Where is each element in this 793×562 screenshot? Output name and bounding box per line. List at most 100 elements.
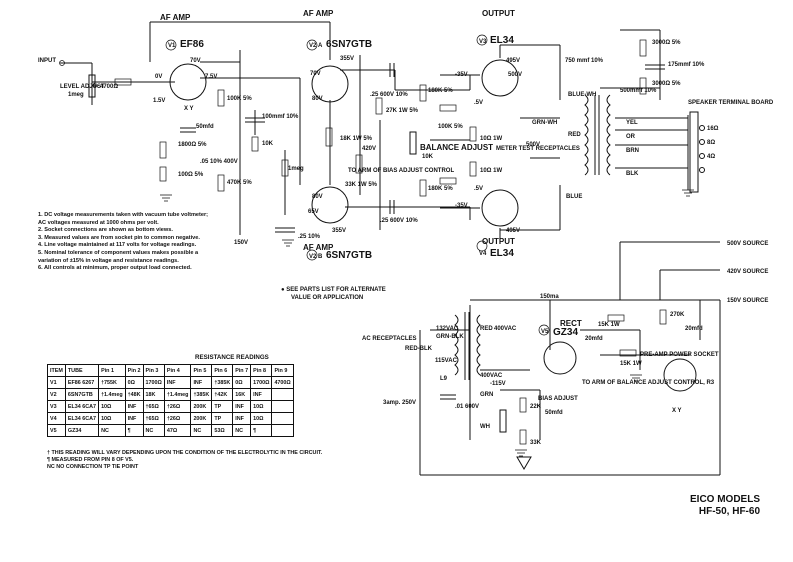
lead-yel: YEL [626, 120, 638, 126]
v4-cathode: .5V [474, 186, 483, 192]
v2b-ref: V2 [309, 254, 317, 260]
v2b-type: 6SN7GTB [326, 250, 372, 261]
lead-red-blk: RED-BLK [405, 346, 433, 352]
column-header: Pin 7 [232, 364, 252, 377]
table-cell: 47Ω [163, 424, 192, 437]
column-header: Pin 5 [190, 364, 213, 377]
v2a-hv: 355V [340, 56, 354, 62]
column-header: Pin 2 [124, 364, 144, 377]
legend-line: † THIS READING WILL VARY DEPENDING UPON … [47, 450, 323, 456]
v2a-plate-voltage: 70V [310, 71, 321, 77]
level-adjust-label: LEVEL ADJUST [60, 84, 105, 90]
table-cell: INF [163, 376, 192, 389]
table-cell: 16K [232, 388, 252, 401]
meter-test-label: METER TEST RECEPTACLES [496, 146, 580, 152]
speaker-terminals [689, 111, 705, 193]
table-cell: V1 [47, 376, 66, 389]
table-row: V3 EL34 6CA7 10Ω INF †65Ω †26Ω 200K TP I… [47, 400, 294, 413]
r9-label: 100Ω 5% [178, 172, 204, 178]
tube-envelopes [169, 59, 697, 392]
v3-ref: V3 [479, 39, 487, 45]
v4-function: OUTPUT [482, 237, 515, 246]
c12-label: 500mmf 10% [620, 88, 657, 94]
r14-label: 270K [670, 312, 685, 318]
column-header: Pin 4 [163, 364, 192, 377]
v2a-suffix: A [318, 43, 323, 49]
potentiometers [88, 74, 507, 433]
table-cell: TP [211, 400, 234, 413]
table-cell: †65Ω [142, 400, 165, 413]
table-cell: †1.4meg [98, 388, 126, 401]
r8-label: 1800Ω 5% [178, 142, 207, 148]
tap-8: 8Ω [707, 140, 715, 146]
column-header: Pin 9 [271, 364, 294, 377]
lead-wh: WH [480, 424, 490, 430]
preamp-socket-label: PRE-AMP POWER SOCKET [640, 352, 719, 358]
resistance-table: ITEM TUBE Pin 1 Pin 2 Pin 3 Pin 4 Pin 5 … [47, 364, 294, 437]
v1-ref: V1 [168, 43, 176, 49]
v3-type: EL34 [490, 35, 514, 46]
signal-wiring [60, 21, 689, 240]
model-title-line: HF-50, HF-60 [698, 506, 761, 517]
legend-line: ¶ MEASURED FROM PIN 8 OF V5. [47, 457, 134, 463]
v1-grid-voltage: 0V [155, 74, 162, 80]
capacitor-symbols [180, 63, 665, 400]
v5-function: RECT [560, 319, 582, 328]
table-cell: 200K [190, 412, 213, 425]
table-cell: 53Ω [211, 424, 234, 437]
r13-label: 18K 1W 5% [340, 136, 373, 142]
table-cell: INF [232, 400, 252, 413]
table-cell: V2 [47, 388, 66, 401]
table-cell: V4 [47, 412, 66, 425]
ps-150ma: 150ma [540, 294, 559, 300]
source-500: 500V SOURCE [727, 241, 768, 247]
r17-label: 100K 5% [438, 124, 463, 130]
table-cell: 10Ω [98, 412, 126, 425]
table-legend: † THIS READING WILL VARY DEPENDING UPON … [47, 450, 322, 471]
v150-label: 150V [234, 240, 248, 246]
source-150: 150V SOURCE [727, 298, 768, 304]
balance-value: 10K [422, 154, 434, 160]
fb-500v: 500V [526, 142, 540, 148]
r11-label: 27K 1W 5% [386, 108, 419, 114]
table-cell [271, 388, 294, 401]
v2b-suffix: B [318, 254, 323, 260]
lead-blue: BLUE [566, 194, 582, 200]
lead-grn: GRN [480, 392, 493, 398]
ps-132vac: 132VAC [436, 326, 459, 332]
table-row: V4 EL34 6CA7 10Ω INF †65Ω †26Ω 200K TP I… [47, 412, 294, 425]
v4-grid: -35V [455, 203, 468, 209]
r19-label: 180K 5% [428, 186, 453, 192]
r4-label: 4700Ω [100, 84, 118, 90]
table-cell: INF [124, 412, 144, 425]
c5-label: 50mfd [196, 124, 214, 130]
note-line: 6. All controls at minimum, proper outpu… [38, 265, 192, 272]
table-cell: NC [232, 424, 252, 437]
input-jack[interactable] [59, 60, 65, 66]
output-transformer [584, 94, 611, 176]
table-cell [271, 412, 294, 425]
table-cell: †385K [211, 376, 234, 389]
v1-function: AF AMP [160, 13, 191, 22]
table-cell: †755K [98, 376, 126, 389]
table-cell [271, 424, 294, 437]
v4-ref: V4 [479, 251, 487, 257]
ps-neg115: -115V [490, 381, 506, 387]
table-cell: 0Ω [124, 376, 144, 389]
table-cell: 0Ω [232, 376, 252, 389]
tap-4: 4Ω [707, 154, 715, 160]
fuse-label: 3amp. 250V [383, 400, 416, 406]
input-label: INPUT [38, 58, 56, 64]
v4-type: EL34 [490, 248, 514, 259]
lead-grn-wh: GRN-WH [532, 120, 557, 126]
r26-label: 22K [530, 404, 542, 410]
table-cell: NC [98, 424, 126, 437]
r22-label: 3000Ω 5% [652, 40, 681, 46]
column-header: Pin 8 [250, 364, 273, 377]
note-line: 4. Line voltage maintained at 117 volts … [38, 242, 197, 249]
v3-cathode: .5V [474, 100, 483, 106]
table-cell: V5 [47, 424, 66, 437]
lead-or: OR [626, 134, 636, 140]
r15-label: 15K 1W [620, 361, 642, 367]
